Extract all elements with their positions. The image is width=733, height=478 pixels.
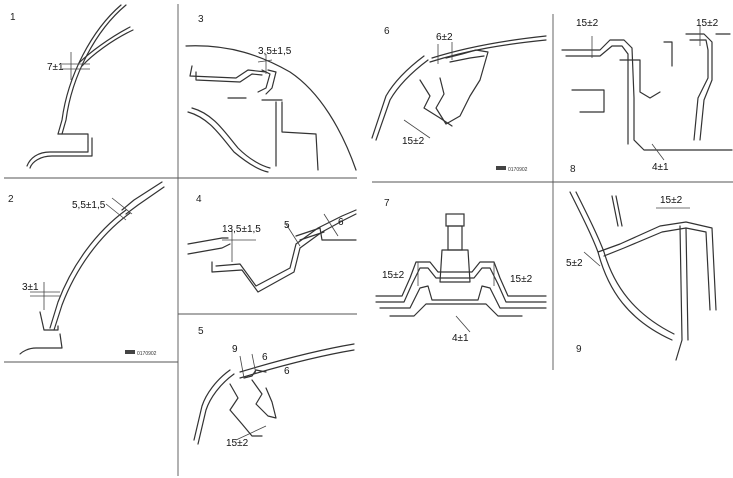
panel-2-dim-1: 5,5±1,5 [72,200,106,211]
panel-8-dim-3: 4±1 [652,162,669,173]
panel-1-number: 1 [10,12,16,23]
panel-6-code: 0170902 [508,167,528,173]
panel-7-dim-2: 15±2 [510,274,533,285]
panel-8-dim-1: 15±2 [576,18,599,29]
panel-9-number: 9 [576,344,582,355]
panel-5-dim-4: 15±2 [226,438,249,449]
panel-2-number: 2 [8,194,14,205]
panel-7-dim-1: 15±2 [382,270,405,281]
panel-8: 8 15±2 15±2 4±1 [561,18,733,175]
panel-5-dim-2: 6 [262,352,268,363]
panel-8-dim-2: 15±2 [696,18,719,29]
panel-2-dim-2: 3±1 [22,282,39,293]
panel-7-dim-3: 4±1 [452,333,469,344]
panel-6-dim-1: 6±2 [436,32,453,43]
panel-5: 5 9 6 6 15±2 [193,326,355,449]
panel-1: 1 7±1 [10,4,134,169]
panel-4-number: 4 [196,194,202,205]
panel-6: 6 6±2 15±2 0170902 [371,26,547,173]
panel-3-dim-1: 3,5±1,5 [258,46,292,57]
panel-7-number: 7 [384,198,390,209]
panel-9-dim-2: 5±2 [566,258,583,269]
panel-3-number: 3 [198,14,204,25]
panel-2-code: 0170902 [137,351,157,357]
panel-5-number: 5 [198,326,204,337]
panel-1-dim-1: 7±1 [47,62,64,73]
panel-4-dim-1: 13,5±1,5 [222,224,261,235]
panel-5-dim-3: 6 [284,366,290,377]
panel-6-number: 6 [384,26,390,37]
panel-4: 4 13,5±1,5 5 6 [187,194,357,293]
panel-9-dim-1: 15±2 [660,195,683,206]
panel-2: 2 5,5±1,5 3±1 0170902 [8,181,165,357]
car-icon [125,350,135,354]
panel-grid [4,4,733,476]
panel-8-number: 8 [570,164,576,175]
panel-4-dim-3: 6 [338,217,344,228]
panel-7: 7 15±2 15±2 4±1 [375,198,547,344]
car-icon [496,166,506,170]
panel-3: 3 3,5±1,5 [185,14,357,173]
panel-9: 9 15±2 5±2 [566,191,717,361]
bolt-head [445,213,465,227]
panel-4-dim-2: 5 [284,220,290,231]
panel-5-dim-1: 9 [232,344,238,355]
panel-6-dim-2: 15±2 [402,136,425,147]
